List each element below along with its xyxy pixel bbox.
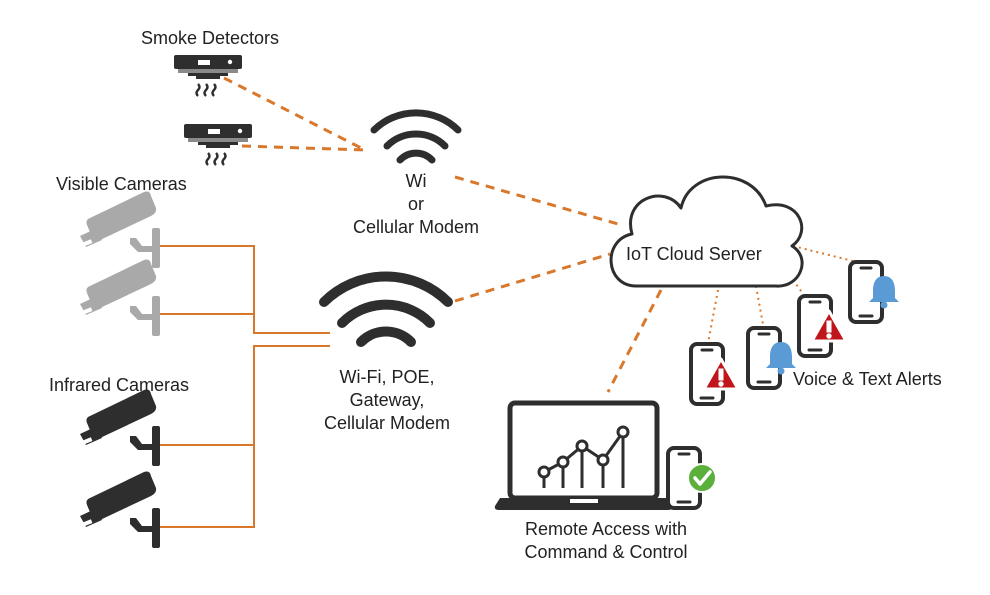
- remote-access-label: Remote Access with Command & Control: [496, 518, 716, 564]
- alerts-label: Voice & Text Alerts: [793, 369, 942, 389]
- laptop-icon: [494, 400, 673, 510]
- wired-links: [160, 245, 330, 528]
- modem-label: Wi or Cellular Modem: [336, 170, 496, 239]
- cloud-server-label: IoT Cloud Server: [626, 244, 762, 264]
- wifi-icon: [319, 271, 453, 347]
- link-smoke2-modem: [241, 144, 366, 152]
- check-badge-icon: [687, 463, 717, 493]
- modem-label-line1: Wi: [405, 171, 427, 191]
- gateway-label-line3: Cellular Modem: [323, 413, 451, 433]
- alert-links: [707, 245, 858, 344]
- security-camera-icon: [80, 389, 160, 466]
- modem-label-line3: Cellular Modem: [352, 217, 480, 237]
- wireless-links: [223, 76, 663, 393]
- link-cloud-phone4: [792, 245, 858, 263]
- modem-label-line2: or: [407, 194, 424, 214]
- gateway-label: Wi-Fi, POE, Gateway, Cellular Modem: [307, 366, 467, 435]
- wire-visible-bus: [160, 245, 330, 334]
- laptop-chart: [537, 425, 630, 488]
- gateway-label-line2: Gateway,: [349, 390, 425, 410]
- link-gateway-cloud: [454, 252, 611, 303]
- cloud-icon: [609, 175, 804, 288]
- gateway-label-line1: Wi-Fi, POE,: [339, 367, 435, 387]
- link-cloud-laptop: [606, 289, 663, 393]
- security-camera-icon: [80, 259, 160, 336]
- control-phone-group: [666, 446, 717, 510]
- infrared-cameras-group: [80, 389, 160, 548]
- link-cloud-phone2: [755, 285, 765, 331]
- security-camera-icon: [80, 191, 160, 268]
- smoke-detector-icon: [174, 55, 242, 96]
- visible-cameras-group: [80, 191, 160, 336]
- remote-access-line2: Command & Control: [524, 542, 688, 562]
- smoke-detectors-label: Smoke Detectors: [141, 28, 280, 48]
- visible-cameras-label: Visible Cameras: [56, 174, 187, 194]
- link-cloud-phone1: [707, 289, 719, 344]
- link-modem-cloud: [454, 175, 619, 226]
- wire-infrared-bus: [160, 345, 330, 528]
- smoke-detectors-group: [174, 55, 252, 165]
- smoke-detector-icon: [184, 124, 252, 165]
- wifi-icon: [370, 109, 462, 164]
- security-camera-icon: [80, 471, 160, 548]
- remote-access-line1: Remote Access with: [524, 519, 688, 539]
- link-smoke1-modem: [223, 76, 366, 152]
- infrared-cameras-label: Infrared Cameras: [49, 375, 190, 395]
